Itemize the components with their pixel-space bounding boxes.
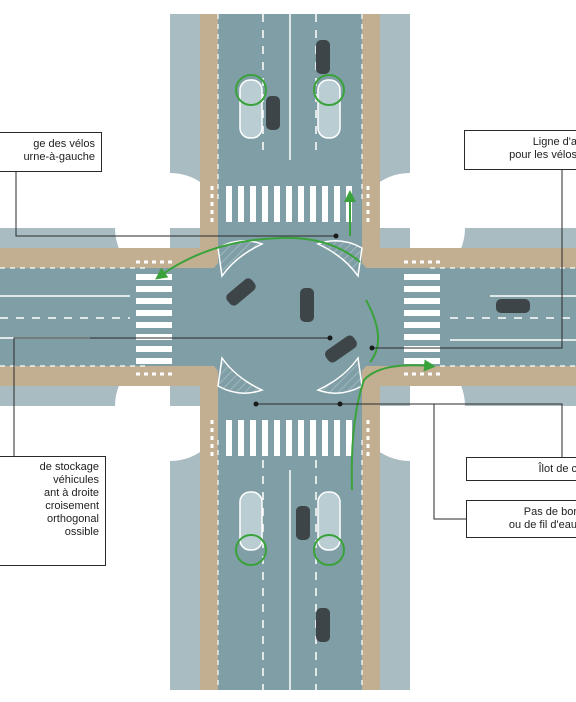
bike-trajectory-arrows	[155, 190, 436, 491]
callout-line: véhicules	[53, 474, 99, 486]
crosswalk-east	[404, 274, 440, 364]
callout-line: orthogonal	[47, 513, 99, 525]
tree-icon	[235, 74, 345, 566]
bike-crossing-marks	[136, 186, 440, 456]
crosswalk-south	[226, 420, 352, 456]
roadway	[0, 14, 576, 690]
leader-lines	[13, 170, 563, 520]
callout-bike-storage: ge des vélos urne-à-gauche	[0, 132, 102, 172]
callout-line: Pas de bor	[523, 506, 576, 518]
callout-stop-line: Ligne d'a pour les vélos	[464, 130, 576, 170]
callout-line: de stockage	[39, 461, 99, 473]
callout-line: urne-à-gauche	[23, 151, 95, 163]
callout-vehicle-storage: de stockage véhicules ant à droite crois…	[0, 456, 106, 566]
callout-line: croisement	[45, 500, 99, 512]
corner-islands	[217, 240, 363, 394]
leader-dots	[253, 233, 375, 407]
callout-line: ou de fil d'eau	[508, 519, 576, 531]
bike-lane-edge	[0, 14, 576, 690]
callout-line: pour les vélos	[509, 149, 576, 161]
callout-line: Îlot de c	[538, 463, 576, 475]
callout-no-curb: Pas de bor ou de fil d'eau	[466, 500, 576, 538]
callout-line: Ligne d'a	[532, 136, 576, 148]
crosswalk-west	[136, 274, 172, 364]
callout-line: ossible	[64, 526, 99, 538]
callout-island: Îlot de c	[466, 457, 576, 481]
callout-line: ant à droite	[43, 487, 99, 499]
vehicle-icon	[226, 40, 530, 642]
callout-line: ge des vélos	[33, 138, 95, 150]
